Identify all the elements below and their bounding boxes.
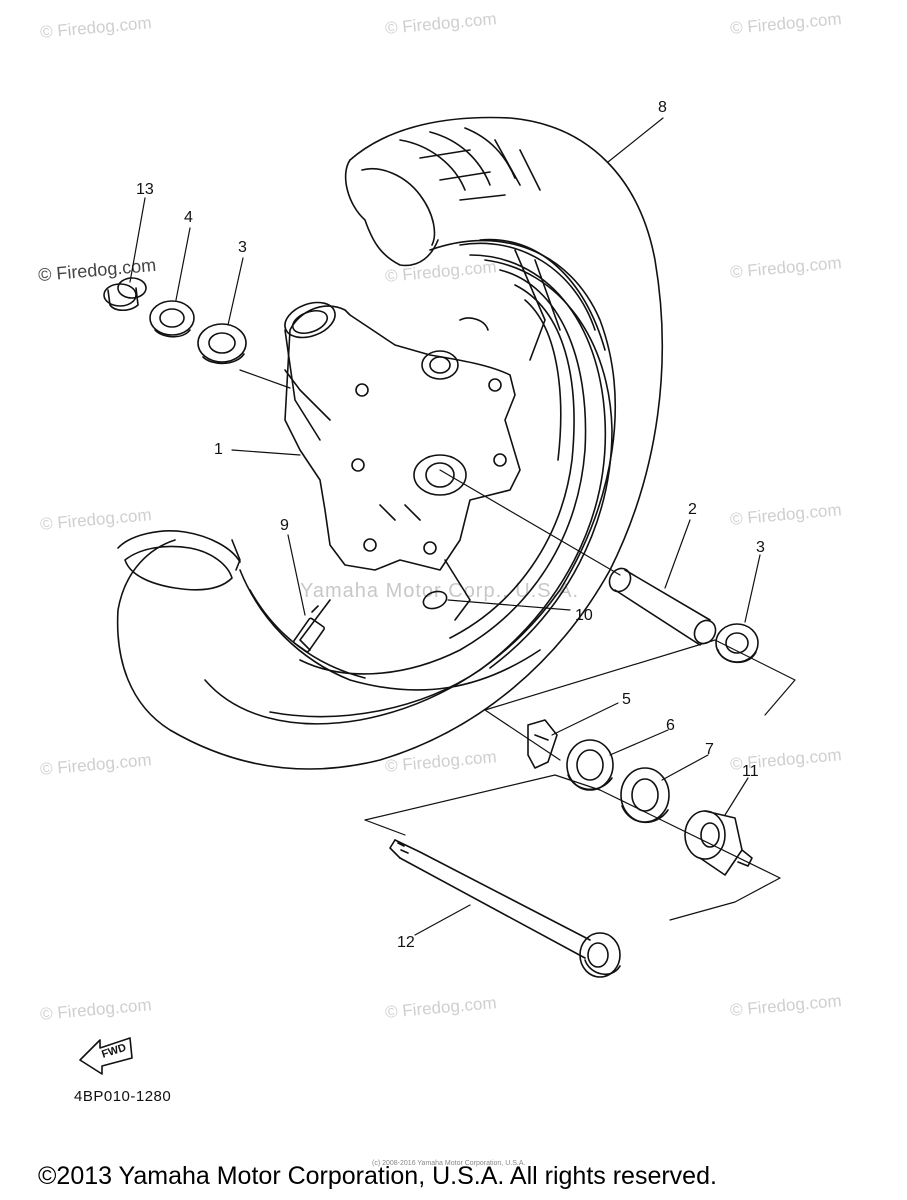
fwd-arrow-icon [79, 1037, 133, 1075]
bearing [197, 323, 247, 365]
callout-1: 1 [214, 441, 223, 458]
callout-12: 12 [397, 934, 415, 951]
callout-7: 7 [705, 741, 714, 758]
fwd-label: FWD [100, 1042, 128, 1061]
rim [299, 269, 587, 675]
leader-lines [129, 117, 761, 936]
spacer [608, 567, 717, 646]
seal [566, 739, 614, 791]
copyright-notice: ©2013 Yamaha Motor Corporation, U.S.A. A… [38, 1162, 717, 1190]
hub [284, 301, 521, 571]
callout-10: 10 [575, 607, 593, 624]
wheel-axle [389, 839, 621, 978]
callout-3: 3 [238, 239, 247, 256]
spokes [284, 249, 561, 651]
callout-5: 5 [622, 691, 631, 708]
callout-11: 11 [742, 763, 759, 780]
oil-seal [149, 300, 195, 338]
diagram-code: 4BP010-1280 [74, 1088, 172, 1105]
tire [116, 116, 664, 770]
callout-9: 9 [280, 517, 289, 534]
balance-weight [422, 590, 448, 610]
callout-8: 8 [658, 99, 667, 116]
bearing-right [715, 623, 759, 664]
oil-seal-7 [620, 767, 670, 824]
callout-2: 2 [688, 501, 697, 518]
tiny-copyright: (c) 2008-2016 Yamaha Motor Corporation, … [372, 1160, 526, 1167]
assembly-brackets [364, 639, 796, 921]
callout-3-right: 3 [756, 539, 765, 556]
callout-4: 4 [184, 209, 193, 226]
gear-unit [684, 810, 753, 876]
callout-6: 6 [666, 717, 675, 734]
valve [293, 605, 325, 653]
collar [103, 277, 147, 312]
callout-13: 13 [136, 181, 154, 198]
clip [527, 719, 558, 769]
